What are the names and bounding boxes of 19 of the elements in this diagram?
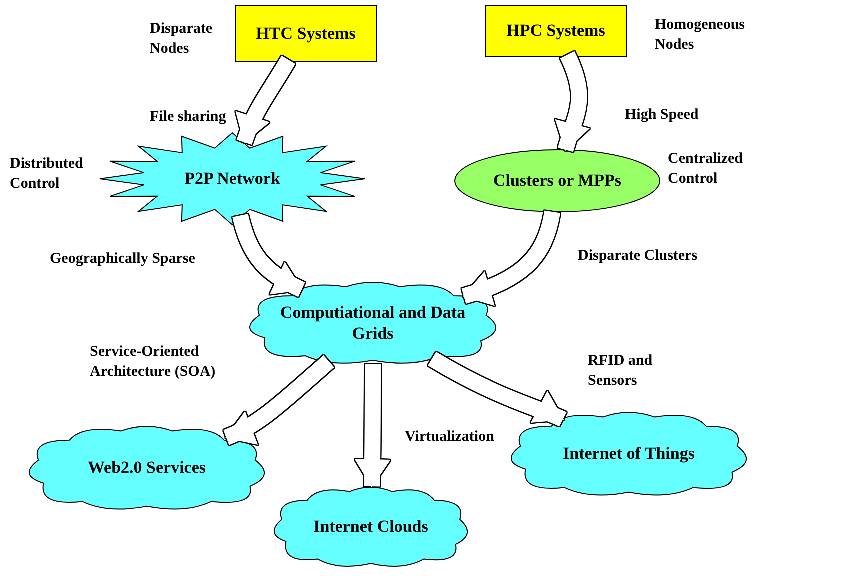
node-label: Computiational and Data Grids: [279, 302, 467, 344]
edge-label: Disparate Clusters: [578, 247, 698, 266]
edge-label: High Speed: [625, 106, 699, 126]
node-label: Web2.0 Services: [88, 457, 206, 479]
edge-label: File sharing: [150, 108, 226, 128]
edge-label: Geographically Sparse: [50, 250, 196, 270]
hollow-arrow: [232, 214, 306, 298]
node-annotation: Centralized Control: [668, 150, 744, 188]
system-box: [235, 5, 377, 62]
node-annotation: Disparate Nodes: [150, 20, 214, 58]
node-label: HPC Systems: [506, 20, 606, 42]
node-annotation: Distributed Control: [10, 155, 84, 194]
system-box: [485, 5, 627, 57]
node-label: P2P Network: [184, 168, 280, 190]
node-annotation: Homogeneous Nodes: [655, 16, 746, 54]
node-label: Clusters or MPPs: [493, 170, 622, 192]
node-label: Internet Clouds: [314, 516, 428, 538]
node-label: HTC Systems: [256, 22, 356, 44]
node-label: Internet of Things: [563, 443, 695, 465]
